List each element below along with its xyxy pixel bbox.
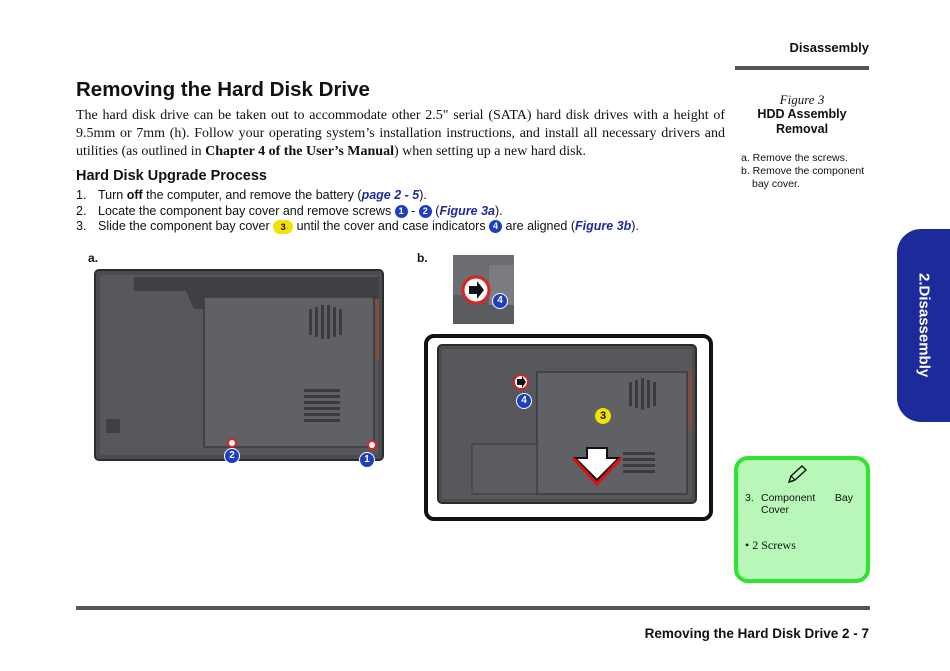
step-text: ). bbox=[419, 188, 427, 202]
figure-link[interactable]: Figure 3b bbox=[575, 219, 632, 233]
figure-label-a: a. bbox=[88, 251, 99, 265]
note-bullet: • 2 Screws bbox=[745, 538, 796, 552]
step-text: - bbox=[407, 203, 419, 218]
page-link[interactable]: page 2 - 5 bbox=[361, 188, 420, 202]
chapter-tab-label: 2.Disassembly bbox=[915, 273, 933, 378]
callout-4-detail: 4 bbox=[492, 293, 508, 309]
callout-1-image-a: 1 bbox=[359, 452, 375, 468]
pencil-icon bbox=[787, 465, 808, 484]
step-number: 1. bbox=[76, 188, 87, 202]
step-bold: off bbox=[126, 188, 143, 202]
figure-link[interactable]: Figure 3a bbox=[439, 203, 496, 218]
figure-title: HDD Assembly Removal bbox=[735, 107, 869, 137]
figure-note-a: a. Remove the screws. bbox=[741, 152, 848, 164]
callout-badge-3: 3 bbox=[273, 219, 294, 234]
step-text: ). bbox=[631, 219, 639, 233]
intro-text-2: ) when setting up a new hard disk. bbox=[393, 144, 587, 159]
step-text: until the cover and case indicators bbox=[293, 219, 490, 233]
note-item: 3. Component Bay Cover bbox=[745, 492, 853, 516]
step-text: Turn bbox=[98, 188, 127, 202]
subheading: Hard Disk Upgrade Process bbox=[76, 168, 267, 184]
indicator-detail-image bbox=[453, 255, 514, 324]
note-item-number: 3. bbox=[745, 492, 754, 504]
chapter-tab bbox=[897, 229, 950, 422]
page-footer: Removing the Hard Disk Drive 2 - 7 bbox=[644, 626, 869, 641]
figure-title-line2: Removal bbox=[775, 122, 829, 136]
figure-notes: a. Remove the screws. b. Remove the comp… bbox=[741, 152, 869, 191]
callout-4-image-b: 4 bbox=[516, 393, 532, 409]
step-text: are aligned ( bbox=[502, 219, 576, 233]
page-title: Removing the Hard Disk Drive bbox=[76, 78, 370, 101]
note-item-text: Component Bay Cover bbox=[761, 492, 853, 516]
header-rule bbox=[735, 66, 869, 70]
figure-note-b: b. Remove the component bay cover. bbox=[741, 165, 865, 190]
intro-bold: Chapter 4 of the User’s Manual bbox=[205, 144, 394, 159]
laptop-bottom-image-a bbox=[94, 269, 384, 461]
step-text: the computer, and remove the battery ( bbox=[142, 188, 362, 202]
step-text: Locate the component bay cover and remov… bbox=[98, 203, 395, 218]
intro-paragraph: The hard disk drive can be taken out to … bbox=[76, 107, 725, 161]
step-3: 3. Slide the component bay cover 3 until… bbox=[76, 219, 726, 235]
step-text: Slide the component bay cover bbox=[98, 219, 274, 233]
section-header: Disassembly bbox=[789, 40, 870, 55]
intro-text-1: The hard disk drive can be taken out to … bbox=[76, 108, 725, 159]
laptop-bottom-image-b bbox=[437, 344, 697, 504]
figure-number: Figure 3 bbox=[779, 92, 825, 107]
figure-label-b: b. bbox=[417, 251, 428, 265]
step-text: ). bbox=[495, 203, 503, 218]
step-number: 2. bbox=[76, 203, 87, 218]
step-text: ( bbox=[431, 203, 440, 218]
note-box bbox=[734, 456, 870, 583]
callout-2-image-a: 2 bbox=[224, 448, 240, 464]
step-number: 3. bbox=[76, 219, 87, 233]
footer-rule bbox=[76, 606, 870, 610]
callout-badge-2: 2 bbox=[418, 204, 432, 218]
figure-title-line1: HDD Assembly bbox=[757, 107, 847, 121]
step-2: 2. Locate the component bay cover and re… bbox=[76, 204, 726, 220]
step-1: 1. Turn off the computer, and remove the… bbox=[76, 188, 726, 204]
callout-badge-1: 1 bbox=[394, 204, 408, 218]
callout-3-image-b: 3 bbox=[595, 408, 611, 424]
steps-list: 1. Turn off the computer, and remove the… bbox=[76, 188, 726, 235]
callout-badge-4: 4 bbox=[489, 220, 503, 234]
